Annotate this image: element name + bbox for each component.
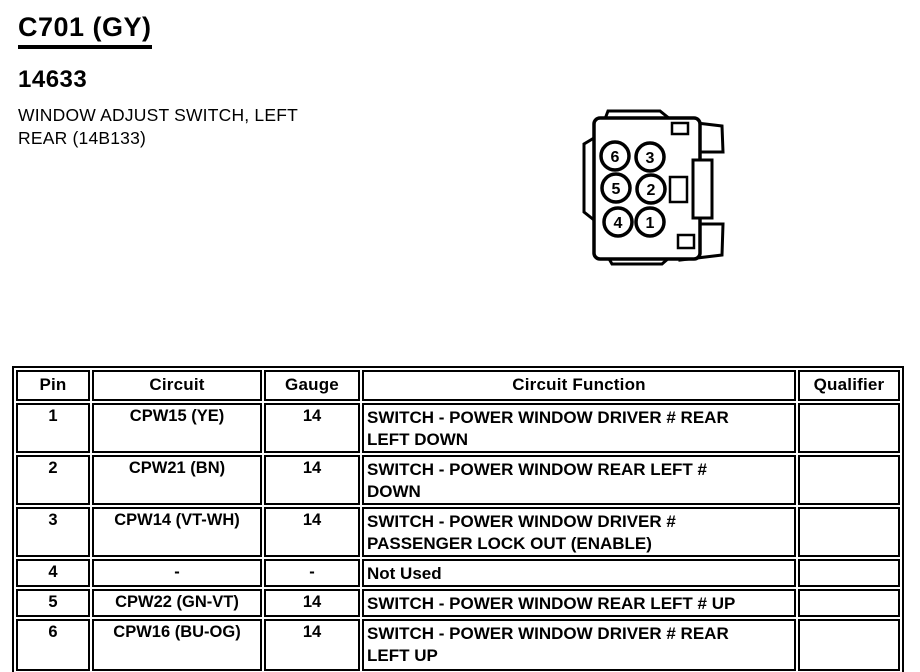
function-line: SWITCH - POWER WINDOW DRIVER # REAR bbox=[367, 624, 729, 643]
header-qualifier: Qualifier bbox=[798, 370, 900, 401]
header-pin: Pin bbox=[16, 370, 90, 401]
circuit-cell: CPW15 (YE) bbox=[92, 403, 262, 453]
function-line: DOWN bbox=[367, 482, 421, 501]
pinout-table-container: Pin Circuit Gauge Circuit Function Quali… bbox=[12, 366, 904, 672]
table-row: 2 CPW21 (BN) 14 SWITCH - POWER WINDOW RE… bbox=[16, 455, 900, 505]
gauge-cell: 14 bbox=[264, 619, 360, 671]
pin-cell: 1 bbox=[16, 403, 90, 453]
pin-circle-5 bbox=[600, 172, 632, 204]
function-cell: SWITCH - POWER WINDOW DRIVER # REAR LEFT… bbox=[362, 619, 796, 671]
pin-cell: 4 bbox=[16, 559, 90, 587]
connector-left-tab bbox=[582, 136, 595, 222]
part-description-line2: REAR (14B133) bbox=[18, 128, 147, 148]
circuit-cell: CPW21 (BN) bbox=[92, 455, 262, 505]
pin-number: 5 bbox=[612, 181, 621, 198]
qualifier-cell bbox=[798, 507, 900, 557]
function-line: LEFT DOWN bbox=[367, 430, 469, 449]
pinout-table: Pin Circuit Gauge Circuit Function Quali… bbox=[12, 366, 904, 672]
gauge-cell: 14 bbox=[264, 455, 360, 505]
function-line: PASSENGER LOCK OUT (ENABLE) bbox=[367, 534, 652, 553]
function-line: LEFT UP bbox=[367, 646, 438, 665]
pin-cell: 2 bbox=[16, 455, 90, 505]
connector-diagram: 6 3 5 2 4 1 bbox=[582, 109, 725, 266]
table-row: 5 CPW22 (GN-VT) 14 SWITCH - POWER WINDOW… bbox=[16, 589, 900, 617]
function-line: SWITCH - POWER WINDOW DRIVER # bbox=[367, 512, 676, 531]
connector-notch-middle bbox=[668, 175, 689, 204]
part-number: 14633 bbox=[18, 66, 88, 93]
header-circuit: Circuit bbox=[92, 370, 262, 401]
pin-circle-4 bbox=[602, 206, 634, 238]
pin-cell: 6 bbox=[16, 619, 90, 671]
table-row: 3 CPW14 (VT-WH) 14 SWITCH - POWER WINDOW… bbox=[16, 507, 900, 557]
function-cell: SWITCH - POWER WINDOW REAR LEFT # DOWN bbox=[362, 455, 796, 505]
function-line: SWITCH - POWER WINDOW REAR LEFT # bbox=[367, 460, 707, 479]
pin-number: 4 bbox=[614, 215, 623, 232]
circuit-cell: CPW16 (BU-OG) bbox=[92, 619, 262, 671]
part-description-line1: WINDOW ADJUST SWITCH, LEFT bbox=[18, 105, 299, 125]
qualifier-cell bbox=[798, 455, 900, 505]
function-line: SWITCH - POWER WINDOW REAR LEFT # UP bbox=[367, 594, 736, 613]
table-row: 1 CPW15 (YE) 14 SWITCH - POWER WINDOW DR… bbox=[16, 403, 900, 453]
function-line: Not Used bbox=[367, 564, 442, 583]
connector-notch-bottom bbox=[676, 233, 696, 250]
qualifier-cell bbox=[798, 403, 900, 453]
header-function: Circuit Function bbox=[362, 370, 796, 401]
connector-id-title: C701 (GY) bbox=[18, 12, 152, 49]
gauge-cell: - bbox=[264, 559, 360, 587]
qualifier-cell bbox=[798, 559, 900, 587]
pin-number: 6 bbox=[611, 149, 620, 166]
pin-circle-1 bbox=[634, 206, 666, 238]
part-description: WINDOW ADJUST SWITCH, LEFT REAR (14B133) bbox=[18, 104, 298, 150]
function-line: SWITCH - POWER WINDOW DRIVER # REAR bbox=[367, 408, 729, 427]
connector-notch-top bbox=[670, 121, 690, 136]
gauge-cell: 14 bbox=[264, 589, 360, 617]
gauge-cell: 14 bbox=[264, 507, 360, 557]
function-cell: Not Used bbox=[362, 559, 796, 587]
pin-circle-3 bbox=[634, 141, 666, 173]
pin-number: 1 bbox=[646, 215, 655, 232]
qualifier-cell bbox=[798, 619, 900, 671]
circuit-cell: CPW14 (VT-WH) bbox=[92, 507, 262, 557]
connector-id-text: C701 (GY) bbox=[18, 12, 152, 49]
table-header-row: Pin Circuit Gauge Circuit Function Quali… bbox=[16, 370, 900, 401]
pin-circle-6 bbox=[599, 140, 631, 172]
pin-circle-2 bbox=[635, 173, 667, 205]
pin-number: 3 bbox=[646, 150, 655, 167]
connector-latch-beam bbox=[691, 158, 714, 220]
pin-cell: 5 bbox=[16, 589, 90, 617]
circuit-cell: CPW22 (GN-VT) bbox=[92, 589, 262, 617]
table-row: 4 - - Not Used bbox=[16, 559, 900, 587]
gauge-cell: 14 bbox=[264, 403, 360, 453]
function-cell: SWITCH - POWER WINDOW DRIVER # REAR LEFT… bbox=[362, 403, 796, 453]
header-gauge: Gauge bbox=[264, 370, 360, 401]
function-cell: SWITCH - POWER WINDOW DRIVER # PASSENGER… bbox=[362, 507, 796, 557]
qualifier-cell bbox=[798, 589, 900, 617]
pin-cell: 3 bbox=[16, 507, 90, 557]
table-row: 6 CPW16 (BU-OG) 14 SWITCH - POWER WINDOW… bbox=[16, 619, 900, 671]
function-cell: SWITCH - POWER WINDOW REAR LEFT # UP bbox=[362, 589, 796, 617]
circuit-cell: - bbox=[92, 559, 262, 587]
pin-number: 2 bbox=[647, 182, 656, 199]
